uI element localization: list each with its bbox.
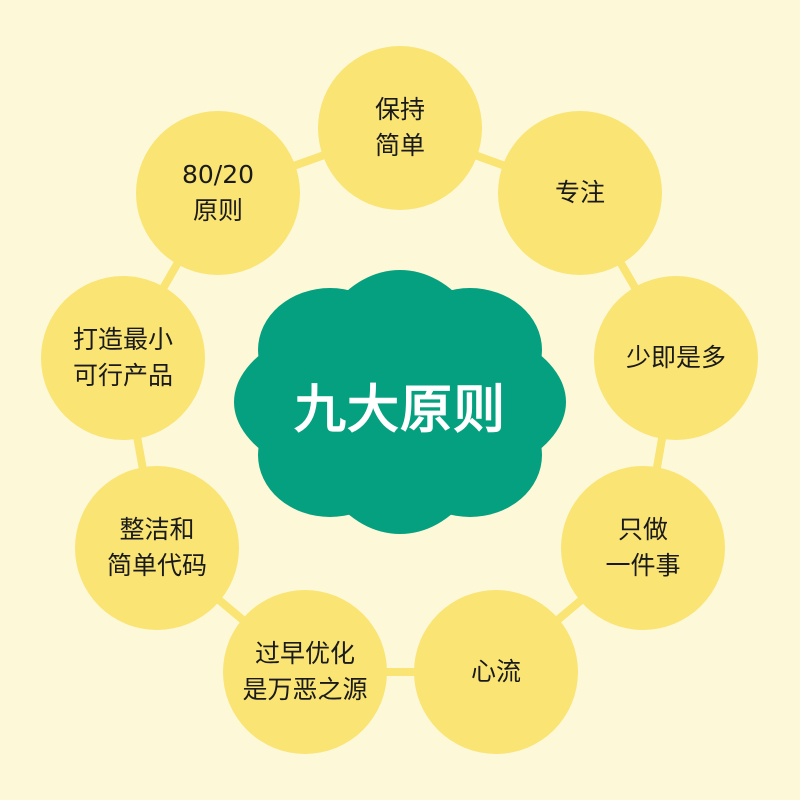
node-80-20-rule: 80/20 原则 bbox=[136, 111, 300, 275]
node-line: 心流 bbox=[470, 657, 521, 686]
node-line: 少即是多 bbox=[625, 343, 726, 372]
node-line: 原则 bbox=[192, 196, 243, 225]
node-line: 是万恶之源 bbox=[242, 675, 368, 704]
ring-connector bbox=[119, 124, 680, 676]
center-title: 九大原则 bbox=[293, 380, 507, 441]
node-clean-code: 整洁和 简单代码 bbox=[75, 466, 239, 630]
node-mvp: 打造最小 可行产品 bbox=[41, 276, 205, 440]
node-line: 过早优化 bbox=[254, 639, 355, 668]
node-line: 简单 bbox=[374, 131, 425, 160]
node-focus: 专注 bbox=[498, 111, 662, 275]
node-premature-optimization: 过早优化 是万恶之源 bbox=[223, 590, 387, 754]
node-do-one-thing: 只做 一件事 bbox=[561, 466, 725, 630]
node-line: 只做 bbox=[617, 515, 668, 544]
node-line: 简单代码 bbox=[106, 551, 207, 580]
node-line: 打造最小 bbox=[72, 325, 173, 354]
node-less-is-more: 少即是多 bbox=[594, 276, 758, 440]
node-line: 可行产品 bbox=[72, 361, 173, 390]
node-line: 一件事 bbox=[605, 551, 681, 580]
node-line: 整洁和 bbox=[119, 515, 195, 544]
node-keep-simple: 保持 简单 bbox=[318, 46, 482, 210]
node-line: 专注 bbox=[554, 178, 605, 207]
node-line: 80/20 bbox=[181, 160, 255, 189]
center-clover-shape bbox=[234, 270, 566, 534]
node-line: 保持 bbox=[374, 95, 425, 124]
node-flow: 心流 bbox=[414, 590, 578, 754]
